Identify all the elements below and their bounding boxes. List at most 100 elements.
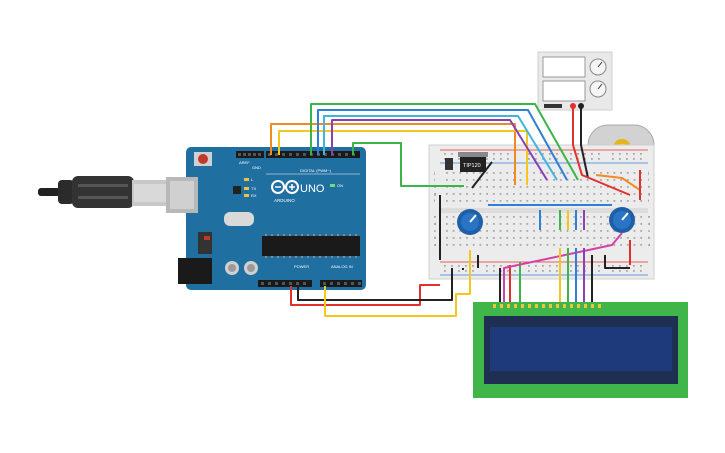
breadboard-hole (626, 186, 629, 188)
power-supply-icon[interactable] (537, 51, 613, 111)
power-header-label: POWER (294, 264, 309, 269)
breadboard-hole (613, 172, 616, 174)
breadboard-hole (479, 237, 482, 239)
breadboard-hole (539, 193, 542, 195)
breadboard-hole (600, 179, 602, 181)
analog-header-label: ANALOG IN (331, 264, 353, 269)
breadboard-hole (472, 193, 475, 195)
breadboard-hole (580, 186, 582, 188)
breadboard-hole (519, 223, 522, 225)
breadboard-hole (598, 270, 600, 272)
breadboard-hole (580, 230, 582, 232)
breadboard-hole (513, 179, 515, 181)
breadboard-hole (513, 244, 515, 246)
arduino-uno-board[interactable]: AREF GND DIGITAL (PWM~) L TX RX UNO ARDU… (166, 147, 366, 290)
breadboard-hole (633, 153, 635, 155)
breadboard-hole (452, 244, 455, 246)
breadboard-hole (626, 200, 629, 202)
breadboard-hole (542, 153, 544, 155)
breadboard-hole (446, 200, 448, 202)
breadboard-hole (458, 270, 460, 272)
breadboard-hole (499, 193, 502, 195)
breadboard-hole (479, 200, 482, 202)
breadboard-hole (513, 216, 515, 218)
breadboard-hole (519, 193, 522, 195)
breadboard-hole (535, 270, 537, 272)
l-label: L (251, 177, 254, 182)
breadboard-hole (553, 193, 555, 195)
breadboard-hole (586, 179, 589, 181)
breadboard-hole (533, 200, 535, 202)
breadboard-hole (493, 270, 495, 272)
breadboard-hole (513, 186, 515, 188)
potentiometer-icon[interactable] (609, 207, 635, 233)
breadboard-hole (519, 186, 522, 188)
wires (270, 103, 641, 317)
row-letter-i: i (648, 177, 649, 182)
breadboard-hole (613, 244, 616, 246)
breadboard-hole (526, 237, 529, 239)
row-letter-e: e (434, 214, 437, 219)
breadboard-hole (613, 200, 616, 202)
breadboard-hole (546, 244, 549, 246)
breadboard-hole (619, 270, 621, 272)
potentiometer-icon[interactable] (457, 209, 483, 235)
row-letter-a: a (434, 242, 437, 247)
breadboard-hole (499, 230, 502, 232)
breadboard-hole (640, 200, 643, 202)
breadboard-hole (472, 265, 474, 267)
breadboard-hole (546, 186, 549, 188)
gnd-label: GND (252, 165, 261, 170)
breadboard-hole (446, 244, 448, 246)
breadboard-hole (586, 200, 589, 202)
tx-label: TX (251, 186, 256, 191)
breadboard-hole (612, 158, 614, 160)
row-letter-a: a (648, 242, 651, 247)
breadboard-hole (593, 172, 596, 174)
breadboard-hole (626, 265, 628, 267)
breadboard-hole (570, 153, 572, 155)
breadboard-hole (506, 186, 509, 188)
breadboard-hole (528, 265, 530, 267)
breadboard-hole (598, 153, 600, 155)
breadboard-hole (573, 237, 576, 239)
breadboard-hole (559, 200, 562, 202)
breadboard-hole (606, 172, 609, 174)
breadboard-hole (528, 270, 530, 272)
breadboard-hole (452, 172, 455, 174)
breadboard-hole (640, 265, 642, 267)
breadboard-hole (580, 193, 582, 195)
breadboard-hole (573, 193, 576, 195)
breadboard-hole (573, 179, 576, 181)
breadboard-hole (612, 270, 614, 272)
row-letter-d: d (648, 221, 650, 226)
row-letter-g: g (648, 191, 650, 196)
breadboard-hole (526, 223, 529, 225)
breadboard-hole (533, 216, 535, 218)
breadboard-hole (553, 230, 555, 232)
model-label: UNO (300, 183, 325, 195)
breadboard-hole (640, 244, 643, 246)
breadboard-hole (472, 237, 475, 239)
breadboard-hole (539, 244, 542, 246)
breadboard-hole (640, 153, 642, 155)
breadboard-hole (493, 158, 495, 160)
breadboard-hole (619, 265, 621, 267)
breadboard-hole (535, 153, 537, 155)
breadboard-hole (566, 237, 569, 239)
breadboard-hole (486, 179, 488, 181)
row-letter-d: d (434, 221, 436, 226)
breadboard-hole (514, 270, 516, 272)
breadboard-hole (612, 153, 614, 155)
breadboard-hole (444, 265, 446, 267)
breadboard-hole (591, 158, 593, 160)
breadboard-hole (528, 153, 530, 155)
lcd-display-icon[interactable] (473, 302, 688, 398)
transistor-tip120[interactable]: TIP120 (445, 152, 488, 172)
breadboard-hole (577, 153, 579, 155)
breadboard-hole (570, 158, 572, 160)
breadboard-hole (593, 200, 596, 202)
breadboard-hole (549, 158, 551, 160)
breadboard-hole (539, 186, 542, 188)
